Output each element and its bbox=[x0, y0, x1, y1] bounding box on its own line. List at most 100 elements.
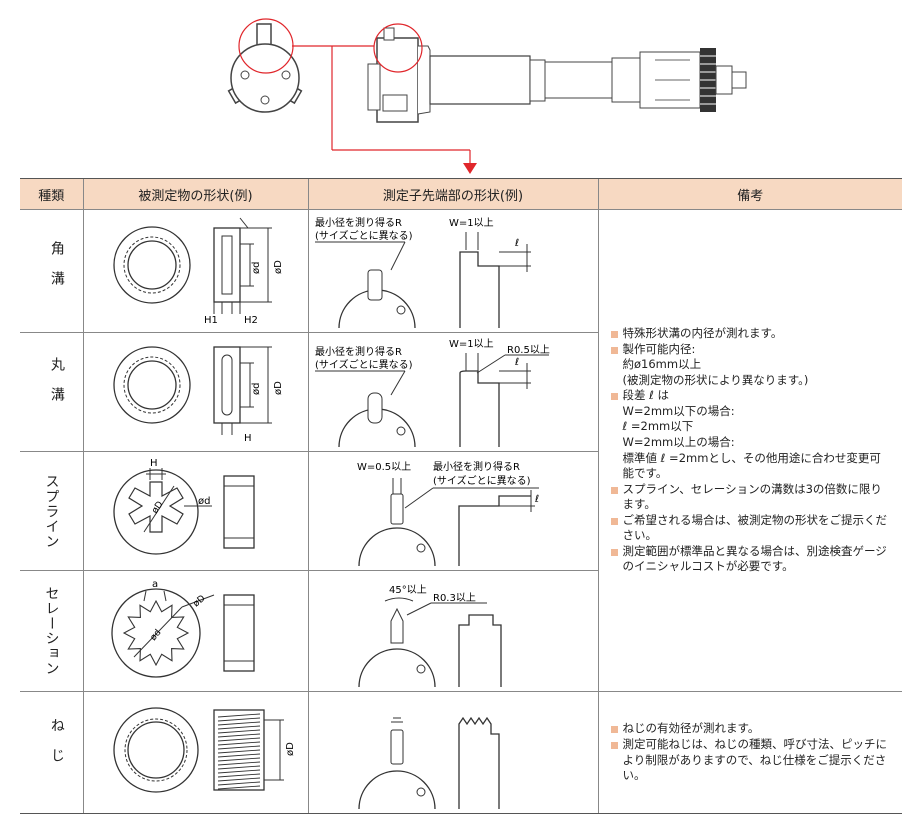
thread-workpiece-figure: øD bbox=[112, 707, 296, 793]
thread-line bbox=[217, 757, 260, 762]
dim-d-large: øD bbox=[191, 594, 207, 610]
remark-line: 特殊形状溝の内径が測れます。 bbox=[622, 326, 783, 341]
thread-line bbox=[217, 737, 260, 742]
tip-note-min-radius: 最小径を測り得るR bbox=[315, 216, 402, 229]
remarks-cell-2: ねじの有効径が測れます。測定可能ねじは、ねじの種類、呼び寸法、ピッチにより制限が… bbox=[597, 691, 903, 814]
dim-d-small: ød bbox=[198, 496, 210, 507]
remark-line: W=2mm以下の場合: bbox=[622, 403, 735, 418]
thread-line bbox=[217, 781, 260, 786]
spline-workpiece-figure: H øD ød bbox=[112, 458, 255, 555]
remark-line: W=2mm以上の場合: bbox=[622, 434, 735, 449]
thread-line bbox=[217, 717, 260, 722]
tip-radius-note: R0.3以上 bbox=[433, 592, 476, 604]
serration-workpiece-figure: a øD ød bbox=[110, 579, 255, 678]
remark-line: (被測定物の形状により異なります。) bbox=[622, 372, 809, 387]
table-row: ねじ øD bbox=[20, 691, 903, 814]
dim-angle-a: a bbox=[152, 579, 158, 590]
tip-note-size-dependent: (サイズごとに異なる) bbox=[315, 229, 413, 242]
remark-item: ねじの有効径が測れます。 bbox=[610, 721, 893, 737]
dim-h2: H2 bbox=[244, 315, 258, 326]
thread-line bbox=[217, 761, 260, 766]
remark-line: ご希望される場合は、被測定物の形状をご提示ください。 bbox=[622, 512, 888, 543]
kind-cell: 角溝 bbox=[20, 209, 83, 333]
thread-line bbox=[217, 785, 260, 790]
kind-label: セレーション bbox=[43, 586, 60, 676]
tip-width-note: W=0.5以上 bbox=[357, 461, 411, 473]
callout-arrow-icon bbox=[463, 163, 477, 174]
tip-note-min-radius: 最小径を測り得るR bbox=[433, 460, 520, 473]
thread-line bbox=[217, 729, 260, 734]
thread-line bbox=[217, 733, 260, 738]
thread-line bbox=[217, 713, 260, 718]
workpiece-shape-cell: H øD ød bbox=[82, 451, 308, 571]
spec-table: 種類 被測定物の形状(例) 測定子先端部の形状(例) 備考 角溝 bbox=[20, 178, 902, 814]
table-row: 角溝 bbox=[20, 209, 902, 692]
workpiece-shape-cell: H1 H2 ød øD bbox=[82, 209, 308, 333]
round-groove-tip-figure: 最小径を測り得るR (サイズごとに異なる) W=1以上 R0.5以上 bbox=[314, 338, 550, 448]
dim-h: H bbox=[150, 458, 158, 469]
remark-item: 製作可能内径:約ø16mm以上(被測定物の形状により異なります。) bbox=[610, 342, 893, 389]
square-groove-tip-figure: 最小径を測り得るR (サイズごとに異なる) W=1以上 ℓ bbox=[314, 216, 531, 329]
thread-line bbox=[217, 741, 260, 746]
tip-angle-note: 45°以上 bbox=[389, 584, 427, 596]
tip-shape-cell: W=0.5以上 最小径を測り得るR (サイズごとに異なる) ℓ bbox=[307, 451, 598, 571]
thread-line bbox=[217, 773, 260, 778]
remarks-list-1: 特殊形状溝の内径が測れます。製作可能内径:約ø16mm以上(被測定物の形状により… bbox=[599, 326, 903, 574]
dim-d-large: øD bbox=[273, 260, 284, 274]
kind-cell: ねじ bbox=[20, 691, 83, 814]
tip-shape-cell: 最小径を測り得るR (サイズごとに異なる) W=1以上 ℓ bbox=[307, 209, 598, 333]
dim-d-small: ød bbox=[251, 383, 262, 395]
thread-line bbox=[217, 753, 260, 758]
square-groove-workpiece-figure: H1 H2 ød øD bbox=[112, 217, 284, 326]
tip-note-min-radius: 最小径を測り得るR bbox=[315, 345, 402, 358]
tip-width-note: W=1以上 bbox=[449, 217, 494, 229]
thread-line bbox=[217, 725, 260, 730]
head-front-view bbox=[227, 18, 303, 113]
workpiece-shape-cell: H ød øD bbox=[82, 332, 308, 452]
table-header-row: 種類 被測定物の形状(例) 測定子先端部の形状(例) 備考 bbox=[20, 178, 902, 210]
workpiece-shape-cell: øD bbox=[82, 691, 308, 814]
tip-note-size-dependent: (サイズごとに異なる) bbox=[433, 474, 531, 487]
remark-item: ご希望される場合は、被測定物の形状をご提示ください。 bbox=[610, 512, 893, 544]
head-side-view bbox=[367, 23, 747, 123]
table-row: セレーション a øD ød bbox=[20, 570, 902, 692]
thread-tip-figure bbox=[357, 716, 500, 810]
remark-item: スプライン、セレーションの溝数は3の倍数に限ります。 bbox=[610, 481, 893, 513]
tip-shape-cell bbox=[307, 691, 598, 814]
remark-item: 測定範囲が標準品と異なる場合は、別途検査ゲージのイニシャルコストが必要です。 bbox=[610, 544, 893, 575]
kind-label-text: 丸溝 bbox=[48, 357, 65, 418]
remark-line: 標準値 ℓ =2mmとし、その他用途に合わせ変更可能です。 bbox=[622, 450, 881, 481]
kind-label: スプライン bbox=[43, 473, 60, 549]
spline-tip-figure: W=0.5以上 最小径を測り得るR (サイズごとに異なる) ℓ bbox=[357, 460, 539, 567]
kind-label-text: 角溝 bbox=[48, 241, 65, 301]
dim-h: H bbox=[244, 433, 252, 444]
tip-shape-cell: 最小径を測り得るR (サイズごとに異なる) W=1以上 R0.5以上 bbox=[307, 332, 598, 452]
micrometer-illustration bbox=[227, 18, 747, 174]
remarks-list-2: ねじの有効径が測れます。測定可能ねじは、ねじの種類、呼び寸法、ピッチにより制限が… bbox=[599, 721, 903, 783]
tip-radius-note: R0.5以上 bbox=[507, 344, 550, 356]
remarks-cell-1: 特殊形状溝の内径が測れます。製作可能内径:約ø16mm以上(被測定物の形状により… bbox=[597, 209, 903, 692]
table-row: スプライン H øD ød bbox=[20, 451, 902, 571]
thread-line bbox=[217, 777, 260, 782]
serration-tip-figure: 45°以上 R0.3以上 bbox=[357, 584, 502, 688]
kind-cell: セレーション bbox=[20, 570, 83, 692]
dim-d-large: øD bbox=[285, 742, 296, 756]
remark-line: スプライン、セレーションの溝数は3の倍数に限ります。 bbox=[622, 481, 882, 512]
kind-cell: スプライン bbox=[20, 451, 83, 571]
tip-step-symbol: ℓ bbox=[515, 238, 519, 249]
round-groove-workpiece-figure: H ød øD bbox=[112, 346, 284, 444]
table-row: 丸溝 H bbox=[20, 332, 902, 452]
kind-label-text: ねじ bbox=[48, 717, 65, 778]
kind-label: 角溝 bbox=[43, 241, 65, 301]
remark-item: 測定可能ねじは、ねじの種類、呼び寸法、ピッチにより制限がありますので、ねじ仕様を… bbox=[610, 737, 893, 784]
header-remarks: 備考 bbox=[597, 178, 902, 210]
header-kind: 種類 bbox=[20, 178, 83, 210]
remark-item: 特殊形状溝の内径が測れます。 bbox=[610, 326, 893, 342]
dim-d-small: ød bbox=[148, 628, 163, 643]
thread-line bbox=[217, 745, 260, 750]
remark-line: 段差 ℓ は bbox=[622, 388, 670, 403]
kind-cell: 丸溝 bbox=[20, 332, 83, 452]
thread-line bbox=[217, 749, 260, 754]
header-tip-shape: 測定子先端部の形状(例) bbox=[307, 178, 598, 210]
